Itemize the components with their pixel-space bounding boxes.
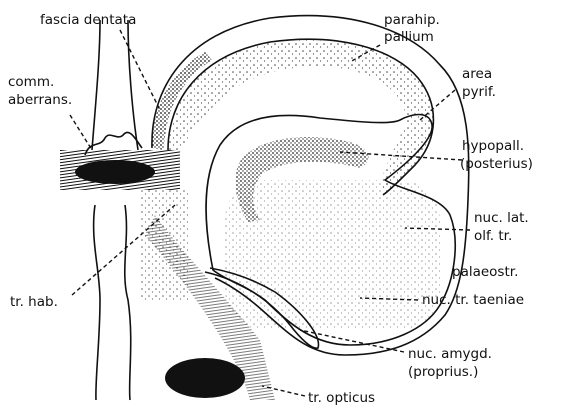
commissure-dense	[75, 160, 155, 184]
label-nuc-amygd: nuc. amygd.	[408, 346, 492, 362]
label-pallium: pallium	[384, 29, 434, 45]
midline-lower	[94, 205, 131, 400]
label-palaeostr: palaeostr.	[452, 264, 518, 280]
optic-dark-mass	[165, 358, 245, 398]
label-parahip: parahip.	[384, 12, 440, 28]
label-posterius: (posterius)	[460, 156, 533, 172]
label-proprius: (proprius.)	[408, 364, 478, 380]
striatum-dots	[225, 180, 440, 330]
label-tr-hab: tr. hab.	[10, 294, 58, 310]
label-pyrif: pyrif.	[462, 84, 496, 100]
lead-fascia	[120, 30, 160, 110]
label-comm: comm.	[8, 74, 54, 90]
midline-upper	[92, 20, 138, 150]
label-nuc-lat: nuc. lat.	[474, 210, 529, 226]
label-taeniae: nuc. tr. taeniae	[422, 292, 524, 308]
lead-comm	[70, 115, 92, 150]
label-olf-tr: olf. tr.	[474, 228, 512, 244]
label-fascia-dentata: fascia dentata	[40, 12, 136, 28]
label-aberrans: aberrans.	[8, 92, 72, 108]
label-tr-opticus: tr. opticus	[308, 390, 375, 406]
label-hypopall: hypopall.	[462, 138, 524, 154]
label-area: area	[462, 66, 492, 82]
